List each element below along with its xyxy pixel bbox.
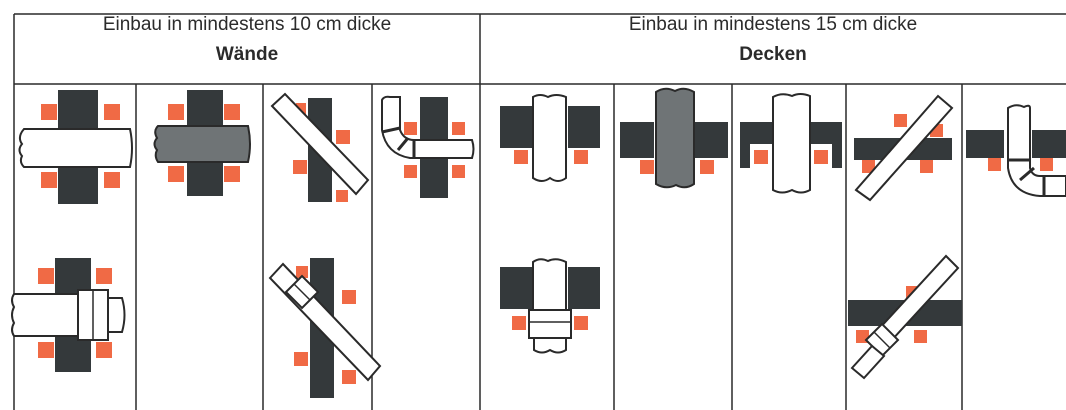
- wall-metal-pipe: [153, 90, 251, 196]
- table-grid: [13, 13, 1066, 410]
- wall-pipe-horizontal: [18, 90, 133, 204]
- ceilings-header-line1: Einbau in mindestens 15 cm dicke: [628, 14, 918, 35]
- ceiling-pipe-diagonal: [854, 94, 954, 202]
- wall-pipe-diagonal: [270, 92, 370, 202]
- walls-header-line1: Einbau in mindestens 10 cm dicke: [102, 14, 392, 35]
- walls-header: Einbau in mindestens 10 cm dicke Wände: [14, 0, 480, 84]
- walls-header-title: Wände: [215, 44, 279, 65]
- ceiling-pipe-vertical: [500, 94, 600, 182]
- ceilings-header-title: Decken: [739, 44, 807, 65]
- ceilings-header: Einbau in mindestens 15 cm dicke Decken: [480, 0, 1066, 84]
- ceiling-pipe-u-profile: [740, 93, 842, 194]
- ceiling-metal-pipe: [620, 87, 728, 189]
- ceiling-pipe-coupling: [500, 258, 600, 354]
- ceiling-pipe-elbow: [966, 104, 1066, 197]
- wall-pipe-with-coupling: [11, 258, 126, 372]
- wall-pipe-diagonal-coupling: [268, 258, 382, 398]
- ceiling-pipe-diagonal-coupling: [848, 254, 962, 380]
- wall-pipe-elbow: [381, 95, 475, 198]
